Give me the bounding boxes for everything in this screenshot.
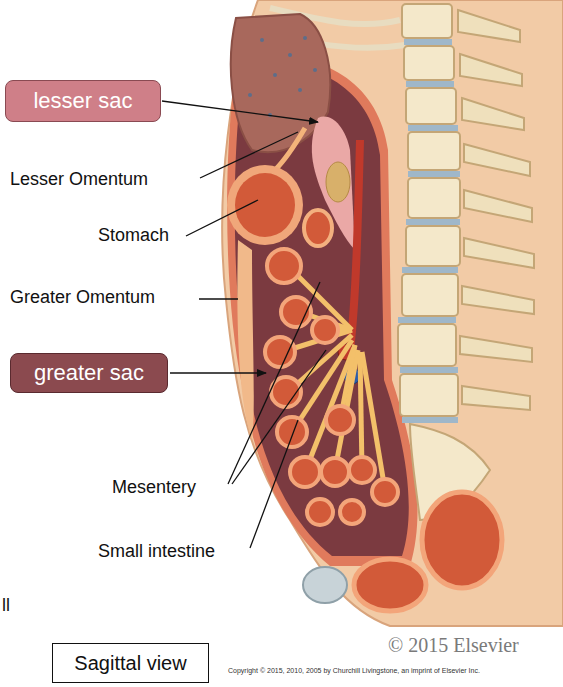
stomach xyxy=(227,165,303,245)
pancreas xyxy=(326,162,350,202)
part-label: Mesentery xyxy=(112,478,196,498)
cut-text: ll xyxy=(2,596,10,616)
liver-dots xyxy=(248,36,317,117)
mesentery-fan xyxy=(282,268,385,490)
bladder xyxy=(354,559,426,611)
torso xyxy=(222,0,563,626)
aorta xyxy=(350,140,360,350)
watermark: © 2015 Elsevier xyxy=(388,634,519,656)
spinous-processes xyxy=(458,10,534,410)
part-label: Small intestine xyxy=(98,542,215,562)
part-label: Stomach xyxy=(98,226,169,246)
pubic-bone xyxy=(303,567,347,603)
vertebral-column xyxy=(398,4,490,520)
copyright-note: Copyright © 2015, 2010, 2005 by Churchil… xyxy=(228,667,480,675)
view-caption-box: Sagittal view xyxy=(52,643,209,683)
rectum xyxy=(422,492,502,588)
lesser-omentum xyxy=(275,128,305,170)
sac-label-box: greater sac xyxy=(10,353,168,393)
sac-label-box: lesser sac xyxy=(5,80,161,122)
transverse-colon xyxy=(304,210,332,246)
box-text: lesser sac xyxy=(33,88,132,114)
box-text: Sagittal view xyxy=(74,652,186,675)
stomach-lumen xyxy=(235,173,295,237)
small-intestine-loops xyxy=(265,249,398,525)
greater-omentum xyxy=(237,240,253,440)
part-label: Lesser Omentum xyxy=(10,170,148,190)
intervertebral-discs xyxy=(398,39,460,423)
box-text: greater sac xyxy=(34,360,144,386)
part-label: Greater Omentum xyxy=(10,288,155,308)
